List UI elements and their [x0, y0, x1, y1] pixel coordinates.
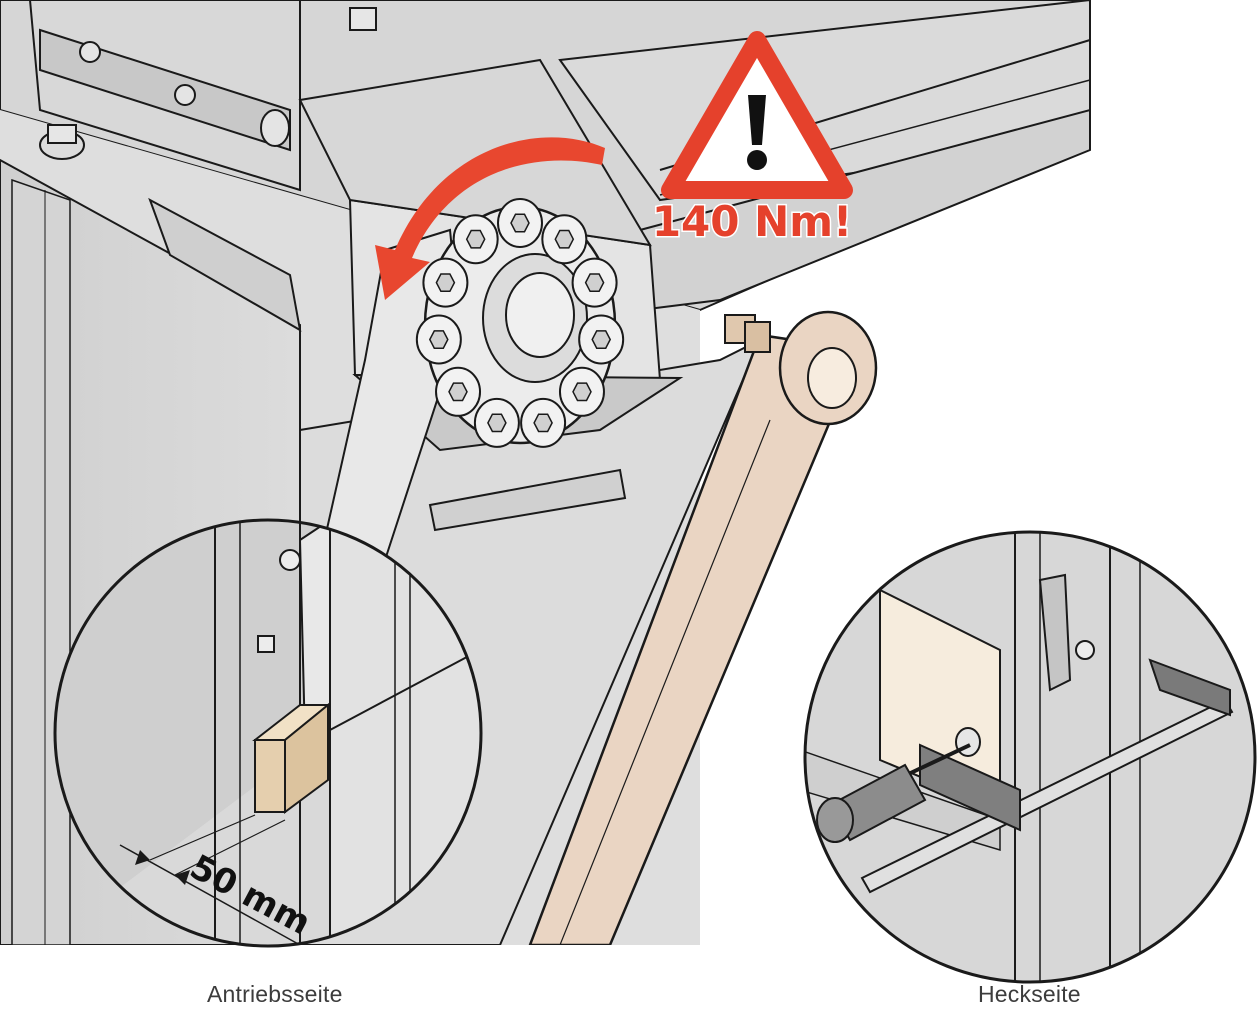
warning-triangle-icon	[661, 31, 853, 199]
wooden-lever	[528, 310, 878, 945]
screw-clamp	[816, 658, 1234, 894]
hex-bolt	[520, 397, 567, 448]
support-bar	[428, 468, 627, 532]
caption-rear-side: Heckseite	[978, 981, 1081, 1007]
hex-bolt	[415, 314, 462, 365]
bearing-box-top	[298, 58, 652, 247]
hex-bolt	[473, 397, 520, 448]
hex-bolt	[435, 366, 482, 417]
hex-bolt	[578, 314, 625, 365]
exclamation-icon	[747, 95, 767, 170]
torque-label: 140 Nm!	[652, 197, 852, 246]
hex-bolt	[541, 214, 588, 265]
caption-drive-side: Antriebsseite	[207, 981, 343, 1007]
hex-bolt	[558, 366, 605, 417]
hex-bolt	[571, 257, 618, 308]
hex-bolt	[422, 257, 469, 308]
hex-bolt-ring	[415, 198, 625, 448]
rotation-arrow-icon	[375, 137, 605, 300]
hex-bolt	[452, 214, 499, 265]
left-panel-flange	[148, 197, 302, 332]
hinge-assembly	[28, 0, 377, 192]
wooden-spacer-block	[252, 702, 331, 814]
detail-drive-side: 50 mm	[53, 518, 483, 948]
left-panel-face	[11, 178, 71, 945]
detail-rear-side	[803, 530, 1257, 984]
hex-bolt	[497, 198, 543, 248]
